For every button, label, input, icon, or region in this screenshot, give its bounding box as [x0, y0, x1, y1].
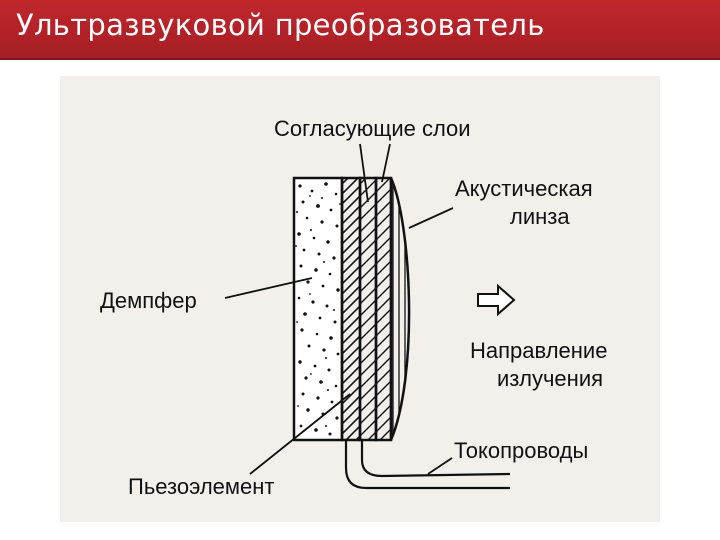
- leader-line-matching-2: [381, 143, 391, 183]
- label-acoustic-lens-1: Акустическая: [455, 176, 593, 201]
- title-bar: Ультразвуковой преобразователь: [0, 0, 720, 60]
- current-leads-wires: [344, 440, 511, 490]
- acoustic-lens: [389, 177, 411, 441]
- transducer-figure: Согласующие слои Акустическая линза Демп…: [60, 76, 660, 522]
- label-acoustic-lens-2: линза: [510, 204, 570, 229]
- label-matching-layers: Согласующие слои: [274, 116, 471, 141]
- label-direction-1: Направление: [470, 338, 607, 363]
- leader-line-piezo: [249, 393, 351, 475]
- transducer-diagram: Согласующие слои Акустическая линза Демп…: [100, 116, 607, 499]
- label-current-leads: Токопроводы: [454, 438, 588, 463]
- label-direction-2: излучения: [497, 366, 603, 391]
- leader-line-current-leads: [427, 457, 453, 475]
- label-piezo-element: Пьезоэлемент: [128, 474, 275, 499]
- leader-line-matching-1: [359, 143, 369, 203]
- label-damper: Демпфер: [100, 288, 197, 313]
- damper-block: [292, 176, 344, 442]
- direction-arrow-icon: [477, 283, 516, 317]
- slide-title: Ультразвуковой преобразователь: [16, 8, 545, 42]
- piezo-element-layer: [340, 176, 362, 442]
- matching-layer-2: [374, 176, 393, 442]
- leader-line-damper: [224, 277, 313, 299]
- matching-layer-1: [358, 176, 378, 442]
- leader-line-lens: [408, 207, 454, 229]
